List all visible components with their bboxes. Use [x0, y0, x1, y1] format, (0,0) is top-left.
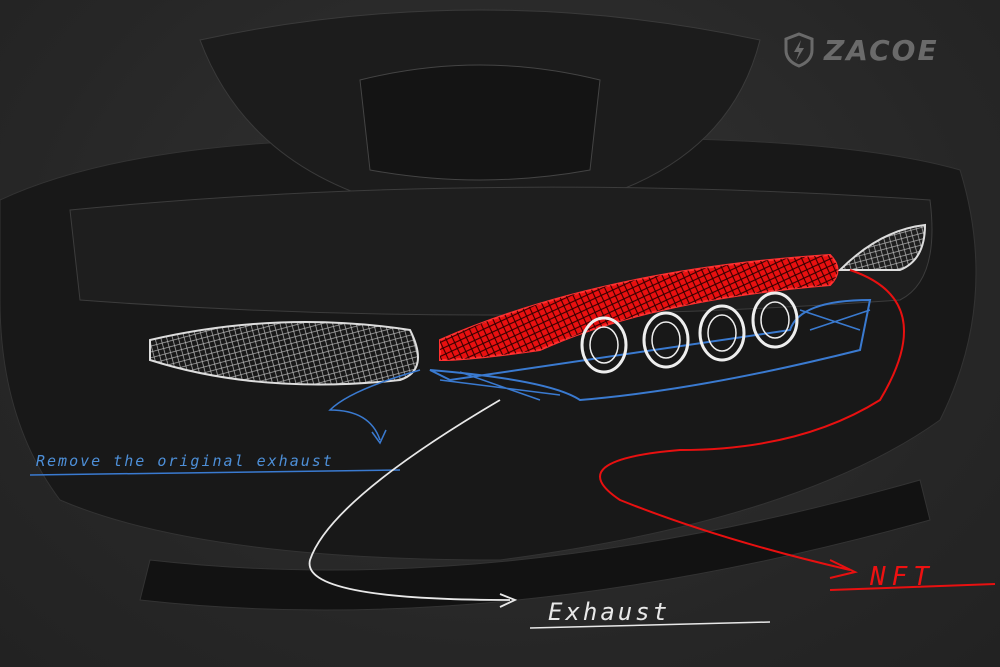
- white-arrow: [308, 399, 518, 608]
- blue-arrow: [328, 369, 421, 445]
- shield-lightning-icon: [784, 32, 814, 68]
- nft-label: NFT: [870, 562, 935, 592]
- red-arrow: [599, 269, 905, 579]
- rear-panel: [69, 186, 933, 316]
- blue-lower-section: [429, 298, 872, 402]
- brand-logo: ZACOE: [784, 32, 939, 68]
- right-light-mesh: [837, 223, 927, 271]
- exhaust-tips: [580, 291, 799, 374]
- diffuser: [139, 479, 931, 611]
- left-light-mesh: [149, 321, 419, 386]
- brand-name: ZACOE: [824, 33, 939, 67]
- remove-original-exhaust-label: Remove the original exhaust: [36, 452, 334, 470]
- exhaust-label: Exhaust: [548, 598, 671, 626]
